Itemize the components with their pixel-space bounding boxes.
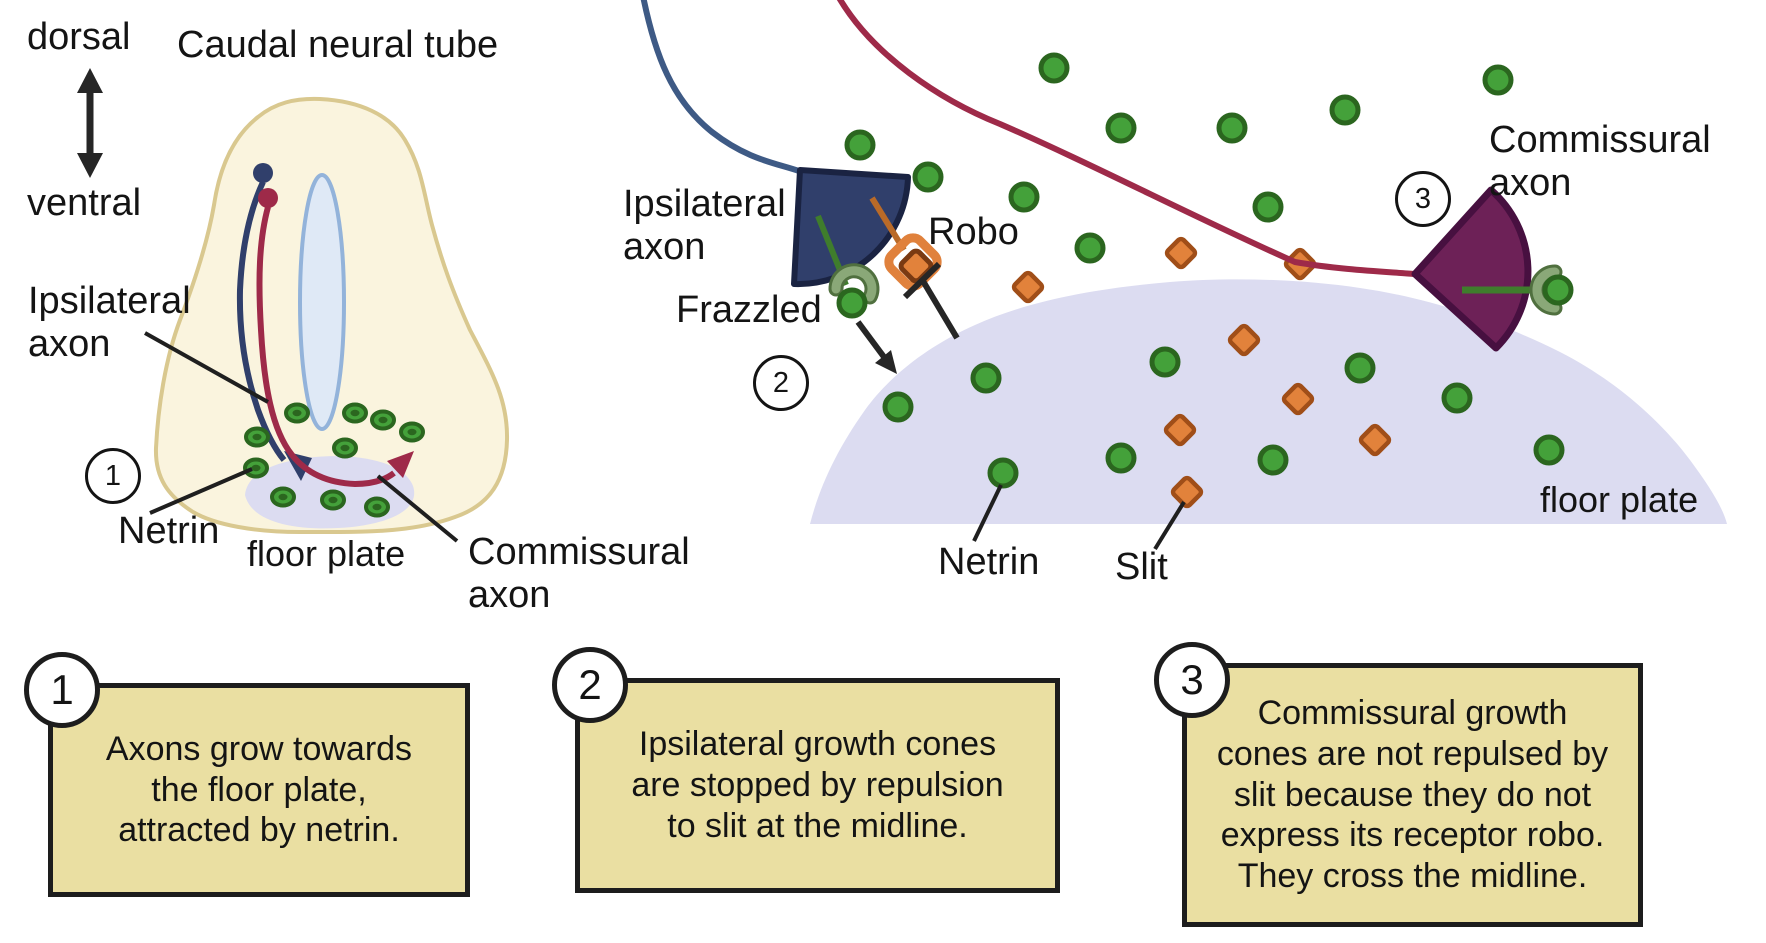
callout-box-3: 3 Commissural growth cones are not repul… — [1154, 642, 1643, 927]
netrin-molecule — [882, 391, 914, 423]
slit-molecule — [1170, 475, 1204, 509]
commissural-axon-left — [256, 206, 396, 488]
netrin-molecule-core — [328, 496, 338, 504]
step-marker-1: 1 — [85, 448, 141, 504]
callout-badge-1: 1 — [24, 652, 100, 728]
netrin-molecules-left — [243, 402, 425, 518]
netrin-molecule — [1149, 346, 1181, 378]
netrin-molecule-core — [251, 464, 261, 472]
floor-plate-label-right: floor plate — [1540, 479, 1699, 520]
netrin-molecule-core — [372, 503, 382, 511]
netrin-molecule — [912, 161, 944, 193]
netrin-molecule — [1257, 444, 1289, 476]
netrin-molecule-core — [340, 444, 350, 452]
robo-label: Robo — [928, 211, 1019, 253]
callout-text-2: Ipsilateral growth cones are stopped by … — [631, 725, 1004, 845]
commissural-axon-label-left: Commissural axon — [468, 531, 690, 617]
inhibition-bar-cap — [902, 261, 942, 300]
ipsilateral-axon-line — [640, 0, 800, 174]
netrin-molecule — [1105, 442, 1137, 474]
netrin-molecule — [987, 457, 1019, 489]
slit-label: Slit — [1115, 546, 1168, 588]
axis-arrowhead-up — [77, 68, 103, 93]
netrin-molecule-core — [292, 409, 302, 417]
robo-stalk — [869, 196, 907, 252]
commissural-axon-label-right: Commissural axon — [1489, 119, 1711, 205]
netrin-molecule-core — [278, 493, 288, 501]
commissural-soma — [258, 188, 278, 208]
step-marker-2: 2 — [753, 355, 809, 411]
dorsal-label: dorsal — [27, 16, 131, 58]
frazzled-receptor-commissural — [1532, 267, 1560, 313]
left-panel-title: Caudal neural tube — [177, 24, 499, 66]
frazzled-receptor — [831, 266, 877, 302]
callout-box-2: 2 Ipsilateral growth cones are stopped b… — [552, 647, 1060, 893]
step-marker-3: 3 — [1395, 171, 1451, 227]
commissural-pointer-left — [376, 474, 459, 543]
callout-box-1: 1 Axons grow towards the floor plate, at… — [24, 652, 470, 897]
netrin-molecule — [1482, 64, 1514, 96]
slit-molecule — [1281, 382, 1315, 416]
netrin-molecule — [1533, 434, 1565, 466]
netrin-molecule — [844, 129, 876, 161]
commissural-growth-cone — [1411, 186, 1532, 352]
bound-netrin-molecule — [1542, 274, 1574, 306]
slit-molecule — [1358, 423, 1392, 457]
callout-badge-3: 3 — [1154, 642, 1230, 718]
netrin-molecule-core — [350, 409, 360, 417]
ventral-label: ventral — [27, 182, 142, 224]
netrin-label-left: Netrin — [118, 510, 220, 552]
netrin-molecule — [1216, 112, 1248, 144]
bound-netrin-molecule — [836, 287, 868, 319]
ipsilateral-pointer-left — [144, 331, 269, 404]
attraction-arrow — [855, 320, 887, 359]
central-canal — [298, 173, 346, 431]
callout-text-3: Commissural growth cones are not repulse… — [1216, 694, 1609, 896]
netrin-molecule — [1329, 94, 1361, 126]
ipsilateral-soma — [253, 163, 273, 183]
netrin-pointer-left — [149, 467, 253, 515]
ipsilateral-growth-cone — [791, 167, 911, 288]
netrin-label-right: Netrin — [938, 541, 1040, 583]
netrin-molecule — [1008, 181, 1040, 213]
attraction-arrowhead — [875, 350, 897, 374]
floor-plate-label-left: floor plate — [247, 533, 406, 574]
netrin-molecule — [1105, 112, 1137, 144]
bound-netrin-molecules — [836, 274, 1574, 319]
netrin-molecule — [1344, 352, 1376, 384]
inhibition-bar-stem — [920, 279, 960, 340]
ipsilateral-axon-label-left: Ipsilateral axon — [28, 280, 191, 366]
netrin-pointer-right — [972, 484, 1003, 542]
netrin-molecule — [970, 362, 1002, 394]
callout-badge-2: 2 — [552, 647, 628, 723]
slit-molecule — [1163, 413, 1197, 447]
netrin-molecule — [1252, 191, 1284, 223]
commissural-arrowhead-left — [387, 451, 414, 478]
slit-molecules — [1011, 236, 1392, 509]
netrin-molecule — [1441, 382, 1473, 414]
frazzled-label: Frazzled — [676, 289, 822, 331]
ipsilateral-axon-label-right: Ipsilateral axon — [623, 183, 786, 269]
netrin-molecule — [1038, 52, 1070, 84]
slit-molecule — [1227, 323, 1261, 357]
slit-molecule — [1011, 270, 1045, 304]
netrin-molecule-core — [407, 428, 417, 436]
commissural-axon-line — [836, 0, 1415, 277]
slit-pointer-right — [1153, 500, 1186, 551]
callout-text-1: Axons grow towards the floor plate, attr… — [105, 729, 413, 850]
netrin-molecule-core — [252, 433, 262, 441]
axis-arrowhead-down — [77, 153, 103, 178]
netrin-molecule-core — [378, 416, 388, 424]
netrin-molecule — [1074, 232, 1106, 264]
netrin-molecules — [844, 52, 1565, 489]
slit-molecule — [1164, 236, 1198, 270]
